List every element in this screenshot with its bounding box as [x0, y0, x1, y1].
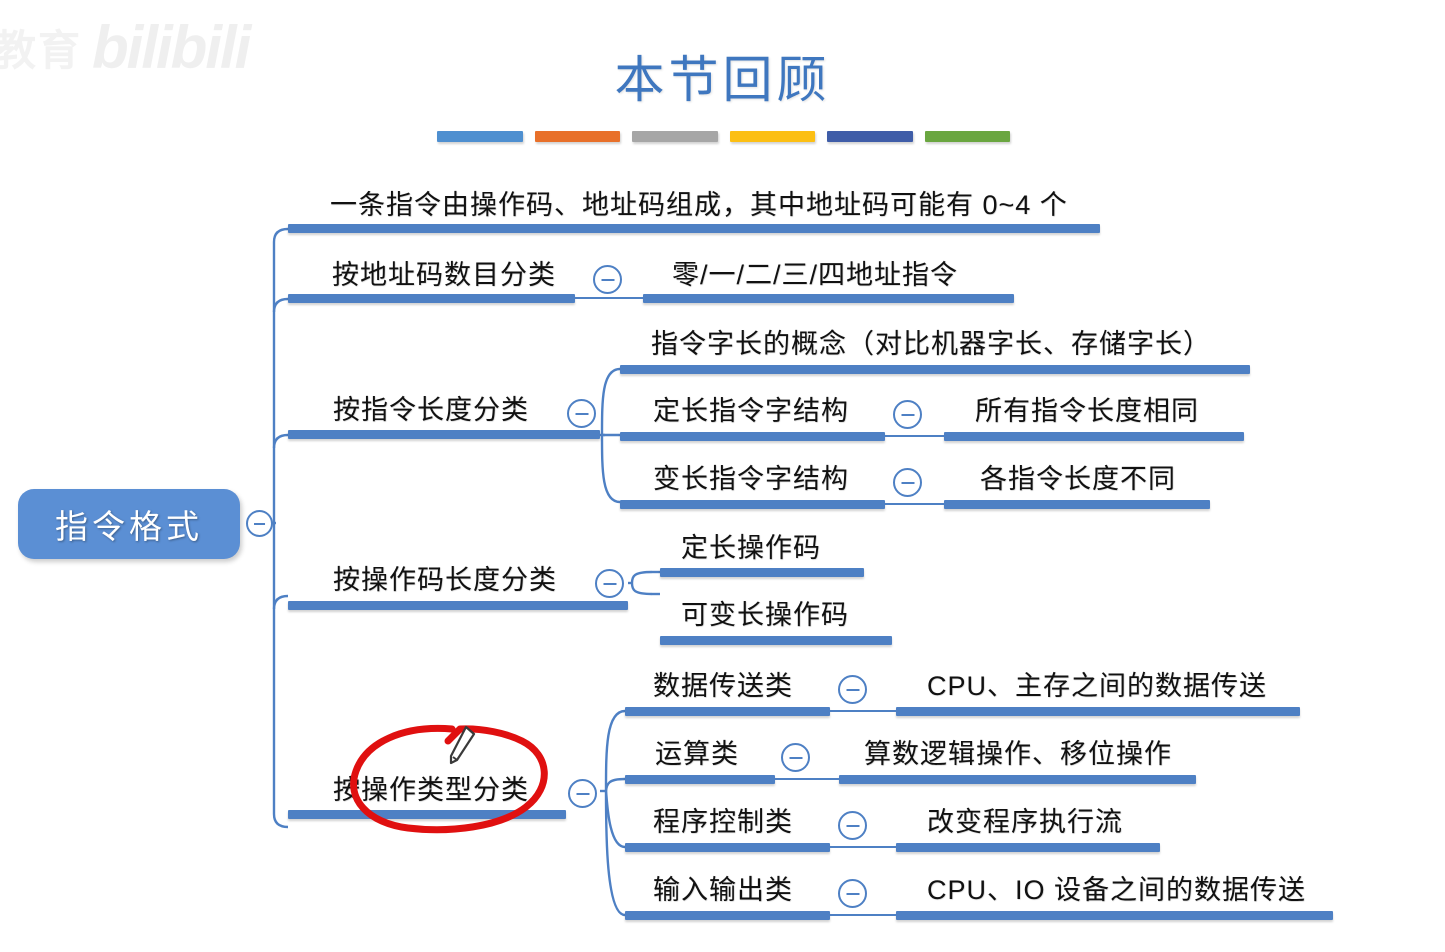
accent-bar-2 [534, 131, 620, 142]
branch-3-child-3-collapse-minus-icon[interactable] [893, 468, 922, 497]
branch-1-label[interactable]: 一条指令由操作码、地址码组成，其中地址码可能有 0~4 个 [330, 190, 1068, 220]
branch-5-collapse-minus-icon[interactable] [568, 779, 597, 808]
branch-3-child-2-underline [620, 432, 885, 441]
branch-5-child-1-sub-label[interactable]: CPU、主存之间的数据传送 [927, 671, 1268, 701]
branch-3-child-3-sub-label[interactable]: 各指令长度不同 [980, 464, 1176, 494]
branch-5-child-4-label[interactable]: 输入输出类 [653, 875, 793, 905]
branch-3-child-3-underline [620, 500, 885, 509]
branch-5-child-2-label[interactable]: 运算类 [655, 739, 739, 769]
branch-1-underline [288, 224, 1100, 233]
branch-5-child-3-collapse-minus-icon[interactable] [838, 811, 867, 840]
branch-5-child-2-collapse-minus-icon[interactable] [781, 743, 810, 772]
page-title: 本节回顾 [614, 52, 831, 108]
accent-bar-6 [924, 131, 1010, 142]
branch-5-child-2-sub-label[interactable]: 算数逻辑操作、移位操作 [864, 739, 1172, 769]
branch-3-child-2-collapse-minus-icon[interactable] [893, 400, 922, 429]
branch-4-label[interactable]: 按操作码长度分类 [333, 565, 557, 595]
branch-3-child-1-label[interactable]: 指令字长的概念（对比机器字长、存储字长） [651, 329, 1211, 359]
branch-2-label[interactable]: 按地址码数目分类 [332, 260, 556, 290]
bilibili-watermark: 教育 bilibili [0, 8, 251, 86]
branch-5-child-2-sub-underline [839, 775, 1196, 784]
branch-3-collapse-minus-icon[interactable] [567, 399, 596, 428]
branch-5-child-4-collapse-minus-icon[interactable] [838, 879, 867, 908]
branch-5-child-4-sub-label[interactable]: CPU、IO 设备之间的数据传送 [927, 875, 1307, 905]
branch-5-label[interactable]: 按操作类型分类 [333, 775, 529, 805]
branch-3-child-3-label[interactable]: 变长指令字结构 [653, 464, 849, 494]
accent-bar-1 [437, 131, 523, 142]
branch-5-child-1-collapse-minus-icon[interactable] [838, 675, 867, 704]
watermark-cn-text: 教育 [0, 26, 83, 74]
pen-stylus-cursor [449, 725, 476, 765]
branch-4-child-1-label[interactable]: 定长操作码 [681, 533, 821, 563]
branch-4-underline [288, 601, 628, 610]
branch-3-child-3-sub-underline [944, 500, 1210, 509]
branch-5-child-3-label[interactable]: 程序控制类 [653, 807, 793, 837]
branch-2-underline [288, 294, 575, 303]
accent-bar-5 [827, 131, 913, 142]
branch-3-child-1-underline [620, 365, 1250, 374]
branch-5-child-3-underline [625, 843, 830, 852]
branch-5-child-2-underline [625, 775, 775, 784]
branch-5-child-1-underline [625, 707, 830, 716]
branch-5-child-1-label[interactable]: 数据传送类 [653, 671, 793, 701]
branch-4-child-2-underline [660, 636, 892, 645]
branch-4-child-2-label[interactable]: 可变长操作码 [681, 600, 849, 630]
branch-5-child-4-sub-underline [896, 911, 1333, 920]
accent-bar-group [437, 131, 1010, 142]
branch-3-label[interactable]: 按指令长度分类 [333, 395, 529, 425]
root-collapse-minus-icon[interactable] [246, 510, 273, 537]
branch-3-underline [288, 430, 600, 439]
branch-3-child-2-sub-underline [944, 432, 1244, 441]
root-node-label: 指令格式 [55, 508, 203, 545]
branch-4-child-1-underline [660, 568, 864, 577]
branch-3-child-2-sub-label[interactable]: 所有指令长度相同 [975, 396, 1199, 426]
branch-5-child-1-sub-underline [896, 707, 1300, 716]
branch-5-child-3-sub-label[interactable]: 改变程序执行流 [927, 807, 1123, 837]
branch-2-collapse-minus-icon[interactable] [593, 265, 622, 294]
branch-2-child-1-underline [643, 294, 1014, 303]
root-node[interactable]: 指令格式 [18, 489, 240, 559]
branch-2-child-1-label[interactable]: 零/一/二/三/四地址指令 [672, 260, 959, 290]
branch-5-underline [288, 810, 566, 819]
branch-3-child-2-label[interactable]: 定长指令字结构 [653, 396, 849, 426]
watermark-brand-text: bilibili [92, 13, 251, 81]
accent-bar-3 [632, 131, 718, 142]
branch-4-collapse-minus-icon[interactable] [595, 569, 624, 598]
branch-5-child-4-underline [625, 911, 830, 920]
branch-5-child-3-sub-underline [896, 843, 1160, 852]
accent-bar-4 [729, 131, 815, 142]
